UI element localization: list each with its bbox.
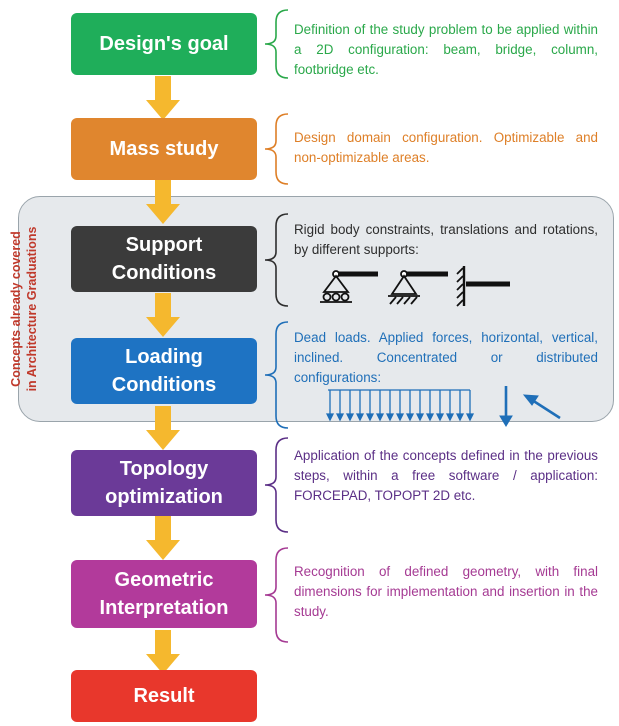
step-title-line: Design's goal — [99, 33, 229, 55]
panel-label-line-1: Concepts already covered — [9, 231, 23, 387]
fixed-support-icon — [456, 266, 510, 307]
step-geometric-interpretation: Geometric Interpretation — [71, 560, 257, 628]
step-designs-goal: Design's goal — [71, 13, 257, 75]
step-title-line: Interpretation — [99, 597, 229, 619]
step-title-line: Conditions — [111, 374, 217, 396]
roller-support-icon — [320, 270, 378, 303]
step-title-line: Loading — [125, 346, 203, 368]
down-arrow-icon — [146, 630, 180, 674]
brace-icon — [264, 9, 289, 79]
description-mass-study: Design domain configuration. Optimizable… — [294, 130, 598, 165]
down-arrow-icon — [146, 180, 180, 224]
support-icons — [320, 266, 510, 307]
pinned-support-icon — [388, 270, 448, 305]
step-support-conditions: Support Conditions — [71, 226, 257, 292]
brace-icon — [264, 213, 289, 307]
inclined-load-arrow-icon — [522, 394, 561, 420]
description-topology-optimization: Application of the concepts defined in t… — [294, 448, 598, 503]
brace-icon — [264, 321, 289, 429]
description-support-conditions: Rigid body constraints, translations and… — [294, 222, 598, 257]
step-title-line: Conditions — [111, 262, 217, 284]
panel-label-line-2: in Architecture Graduations — [25, 226, 39, 392]
down-arrow-icon — [146, 516, 180, 560]
step-title-line: Mass study — [109, 138, 219, 160]
brace-icon — [264, 437, 289, 533]
down-arrow-icon — [146, 406, 180, 450]
description-designs-goal: Definition of the study problem to be ap… — [294, 22, 598, 77]
panel-side-label: Concepts already covered in Architecture… — [8, 179, 48, 439]
step-topology-optimization: Topology optimization — [71, 450, 257, 516]
distributed-load-icon — [326, 389, 475, 422]
step-loading-conditions: Loading Conditions — [71, 338, 257, 404]
description-loading-conditions: Dead loads. Applied forces, horizontal, … — [294, 330, 598, 385]
description-geometric-interpretation: Recognition of defined geometry, with fi… — [294, 564, 598, 619]
brace-icon — [264, 547, 289, 643]
load-icons — [326, 386, 561, 427]
down-arrow-icon — [146, 76, 180, 120]
down-arrow-icon — [146, 293, 180, 337]
step-title-line: Result — [133, 685, 195, 707]
step-mass-study: Mass study — [71, 118, 257, 180]
step-title-line: Support — [125, 234, 203, 256]
brace-icon — [264, 113, 289, 185]
step-title-line: Topology — [119, 458, 209, 480]
step-title-line: Geometric — [114, 569, 214, 591]
vertical-load-arrow-icon — [499, 386, 513, 427]
step-title-line: optimization — [105, 486, 223, 508]
step-result: Result — [71, 670, 257, 722]
